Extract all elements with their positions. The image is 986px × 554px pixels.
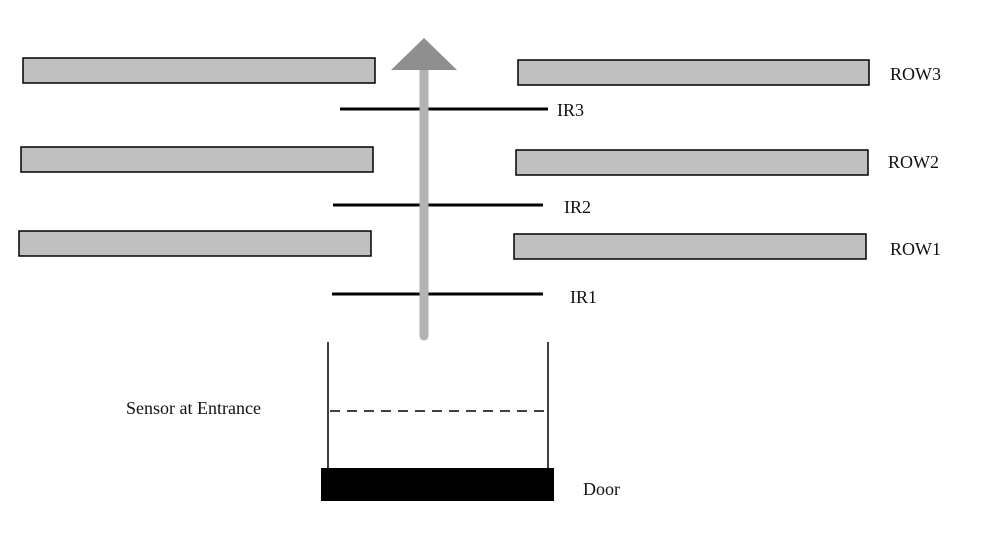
up-arrow-icon <box>391 38 457 341</box>
entrance-corridor: Sensor at Entrance <box>126 342 549 472</box>
row-2: ROW2 <box>20 146 939 176</box>
row-2-label: ROW2 <box>888 152 939 172</box>
row-1: ROW1 <box>18 230 941 260</box>
row-1-left-seats <box>18 230 372 257</box>
ir-1-label: IR1 <box>570 287 597 307</box>
row-1-label: ROW1 <box>890 239 941 259</box>
ir-sensor-2: IR2 <box>333 197 591 217</box>
row-3-label: ROW3 <box>890 64 941 84</box>
ir-sensor-1: IR1 <box>332 287 597 307</box>
entrance-sensor-label: Sensor at Entrance <box>126 398 261 418</box>
row-3-right-seats <box>517 59 870 86</box>
door-label: Door <box>583 479 620 499</box>
row-2-right-seats <box>515 149 869 176</box>
door: Door <box>321 468 620 501</box>
door-block <box>321 468 554 501</box>
row-1-right-seats <box>513 233 867 260</box>
row-3-left-seats <box>22 57 376 84</box>
ir-sensor-3: IR3 <box>340 100 584 120</box>
ir-3-label: IR3 <box>557 100 584 120</box>
arrow-head <box>391 38 457 70</box>
row-3: ROW3 <box>22 57 941 86</box>
row-2-left-seats <box>20 146 374 173</box>
ir-2-label: IR2 <box>564 197 591 217</box>
